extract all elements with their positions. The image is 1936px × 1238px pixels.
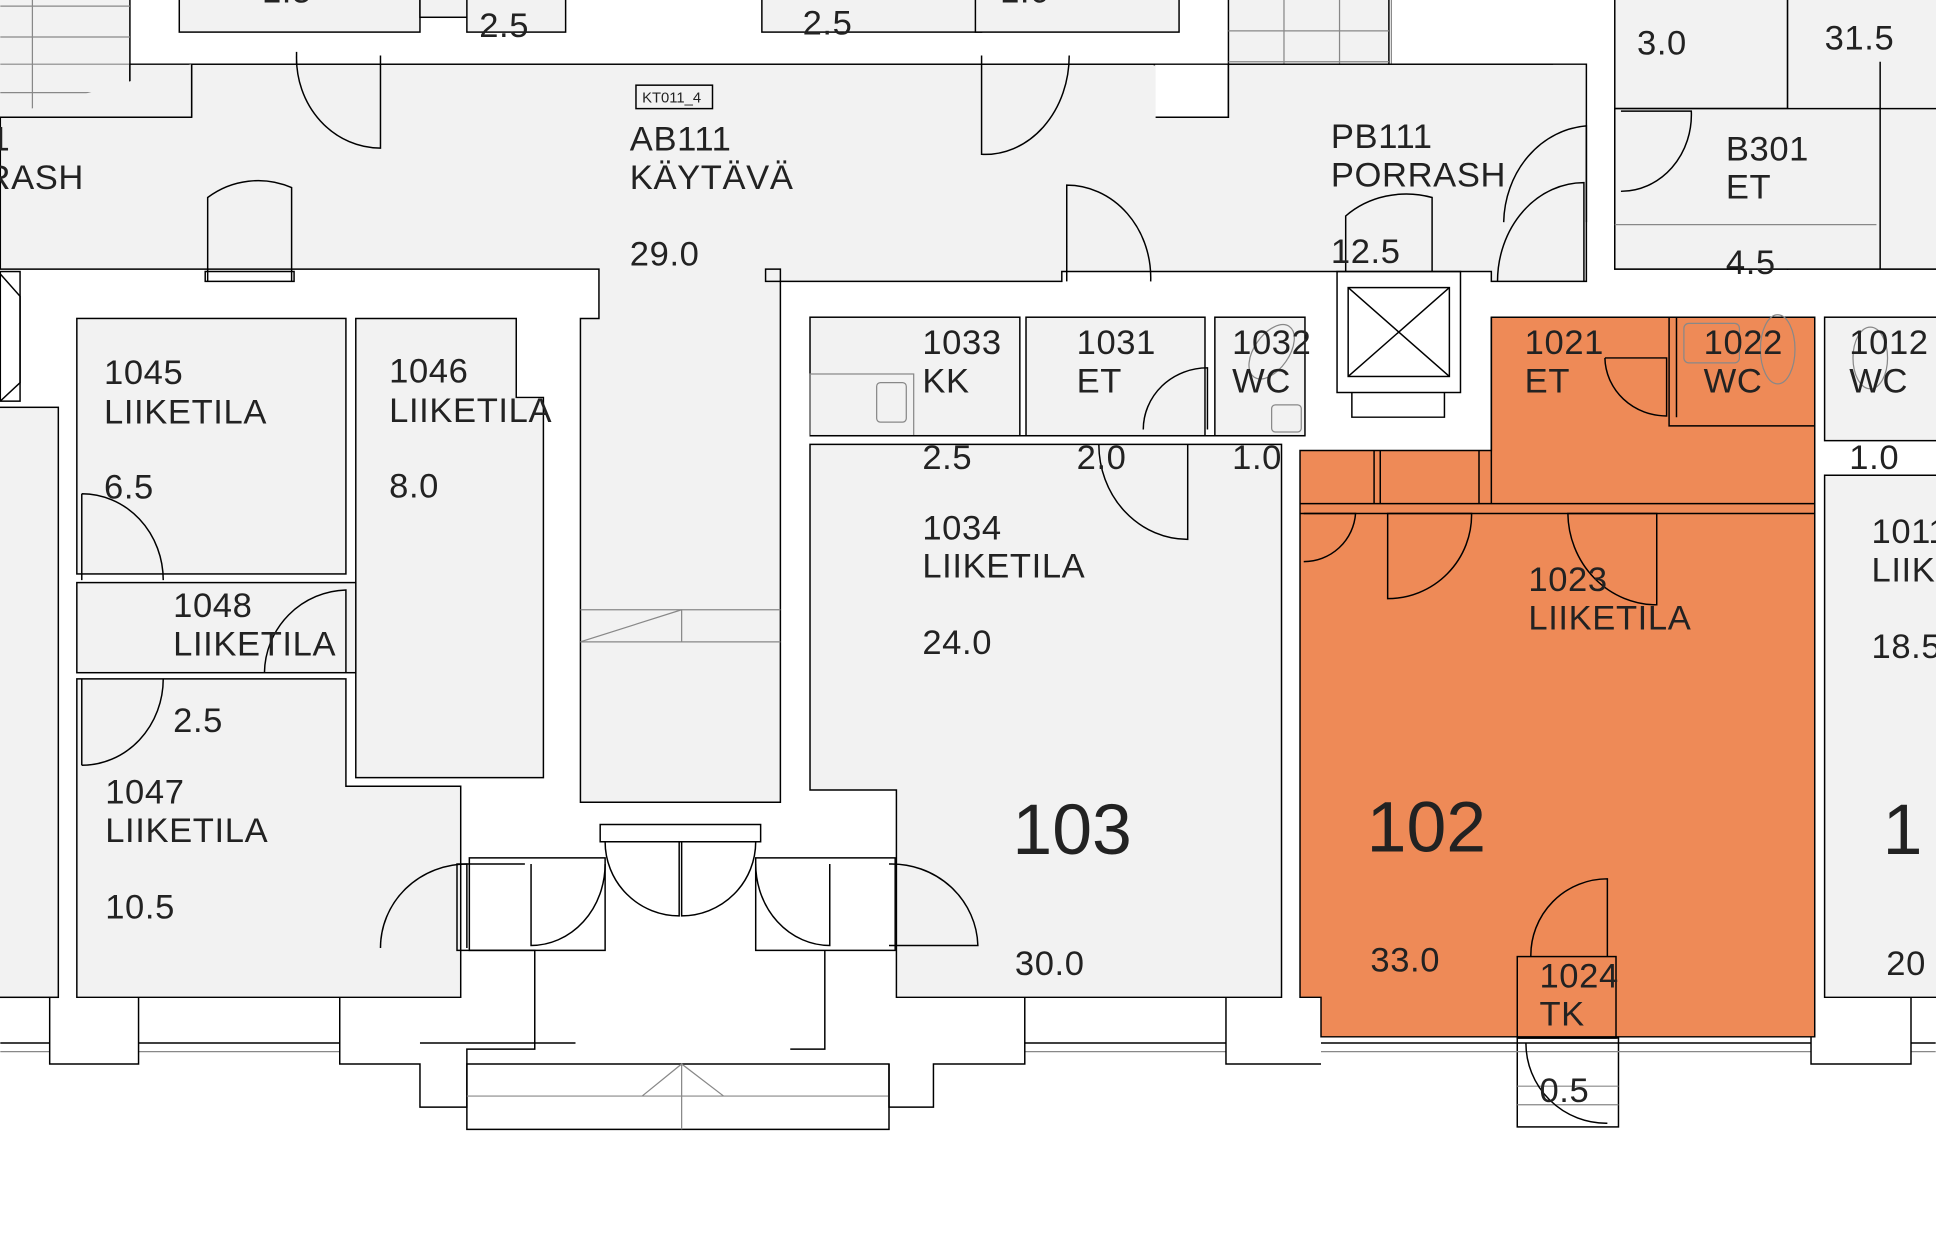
elevator xyxy=(1336,270,1462,394)
corridor-name: KÄYTÄVÄ xyxy=(630,159,794,197)
room-id: 1031 xyxy=(1077,324,1156,362)
room-id: 1046 xyxy=(389,353,468,391)
room-id: 1023 xyxy=(1528,561,1607,599)
left-stair-id: 1 xyxy=(0,121,10,159)
stair-id: PB111 xyxy=(1331,118,1433,156)
room-1045[interactable] xyxy=(76,317,347,575)
room-name: KK xyxy=(922,363,969,401)
top-area: 31.5 xyxy=(1825,19,1895,57)
apartment-103[interactable] xyxy=(809,443,1283,999)
room-id: 1011 xyxy=(1872,513,1936,551)
room-area: 4.5 xyxy=(1726,244,1776,282)
room-1032[interactable] xyxy=(1214,316,1306,437)
room-id: 1024 xyxy=(1539,957,1618,995)
facade xyxy=(0,823,1936,1131)
top-area: 2.5 xyxy=(479,7,529,45)
room-name: WC xyxy=(1232,363,1291,401)
stair-name: PORRASH xyxy=(1331,156,1506,194)
room-name: LIIKETILA xyxy=(389,392,552,430)
room-1012[interactable] xyxy=(1823,316,1936,442)
top-area: 2.5 xyxy=(803,5,853,43)
apartment-id: 102 xyxy=(1367,788,1486,868)
room-name: LIIKETILA xyxy=(104,393,267,431)
room-id: 1022 xyxy=(1704,324,1783,362)
room-name: WC xyxy=(1849,363,1908,401)
top-area: 1.0 xyxy=(1000,0,1050,10)
top-area: 3.0 xyxy=(1637,24,1687,62)
room-1011[interactable] xyxy=(1823,474,1936,999)
room-area: 1.0 xyxy=(1849,439,1899,477)
stair-area: 12.5 xyxy=(1331,233,1401,271)
room-name: LIIKE xyxy=(1872,551,1936,589)
tag-label: KT011_4 xyxy=(642,90,701,106)
apartment-id: 1 xyxy=(1883,790,1923,870)
room-area: 24.0 xyxy=(922,624,992,662)
tag-box xyxy=(635,84,714,110)
room-1046[interactable] xyxy=(355,317,545,779)
room-name: TK xyxy=(1539,996,1584,1034)
room-area: 1.0 xyxy=(1232,439,1282,477)
room-id: 1033 xyxy=(922,324,1001,362)
corridor-area: 29.0 xyxy=(630,235,700,273)
apartment-area: 20 xyxy=(1886,945,1926,983)
room-name: LIIKETILA xyxy=(922,548,1085,586)
room-name: WC xyxy=(1704,363,1763,401)
room-id: 1032 xyxy=(1232,324,1311,362)
room-area: 6.5 xyxy=(104,469,154,507)
apartment-id: 103 xyxy=(1012,790,1131,870)
room-id: 1034 xyxy=(922,509,1001,547)
room-area: 2.5 xyxy=(173,702,223,740)
room-area: 18.5 xyxy=(1872,628,1936,666)
room-name: ET xyxy=(1077,363,1122,401)
room-area: 2.5 xyxy=(922,439,972,477)
room-name: LIIKETILA xyxy=(173,625,336,663)
room-b301[interactable] xyxy=(1614,107,1936,270)
room-1048[interactable] xyxy=(76,581,357,674)
left-edge-room xyxy=(0,406,60,999)
left-stair-name: RASH xyxy=(0,159,84,197)
doors xyxy=(81,51,1693,1124)
room-1047[interactable] xyxy=(76,678,462,999)
apartment-area: 30.0 xyxy=(1015,945,1085,983)
room-name: ET xyxy=(1726,169,1771,207)
room-id: 1045 xyxy=(104,354,183,392)
apartment-area: 33.0 xyxy=(1370,941,1440,979)
room-id: 1021 xyxy=(1525,324,1604,362)
room-area: 10.5 xyxy=(105,888,175,926)
room-area: 8.0 xyxy=(389,467,439,505)
room-id: 1047 xyxy=(105,774,184,812)
room-area: 2.0 xyxy=(1077,439,1127,477)
labels: AB111 KÄYTÄVÄ 29.0 1 RASH PB111 PORRASH … xyxy=(0,0,1936,1110)
room-name: LIIKETILA xyxy=(1528,599,1691,637)
top-area: 1.5 xyxy=(262,0,312,10)
room-name: ET xyxy=(1525,363,1570,401)
room-id: 1012 xyxy=(1849,324,1928,362)
room-id: B301 xyxy=(1726,130,1809,168)
room-id: 1048 xyxy=(173,587,252,625)
room-area: 0.5 xyxy=(1539,1072,1589,1110)
room-name: LIIKETILA xyxy=(105,812,268,850)
corridor-id: AB111 xyxy=(630,121,732,159)
apartment-102[interactable] xyxy=(1299,316,1816,1038)
